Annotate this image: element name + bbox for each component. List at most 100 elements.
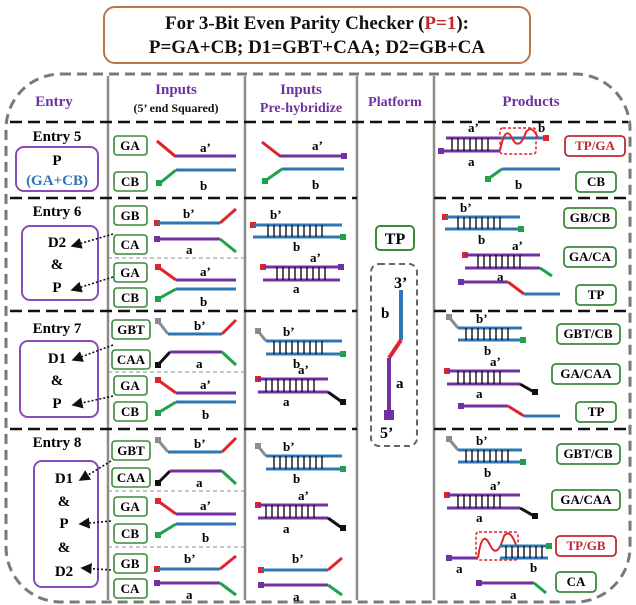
header-inputs: Inputs [155,82,197,98]
svg-text:CB: CB [587,174,605,189]
input-CAA-7: CAA a [111,349,238,371]
entry-7-box [19,340,99,418]
svg-text:CA: CA [567,574,586,589]
svg-text:a: a [293,589,300,604]
svg-text:b’: b’ [184,551,196,566]
svg-text:GA: GA [120,138,140,153]
svg-text:GA: GA [120,499,140,514]
inputs-column: GA a’ CB b GB b’ CA [111,135,238,602]
input-GBT-8: GBT b’ [111,436,238,461]
entry-arrows [70,233,114,575]
svg-text:TP/GA: TP/GA [575,138,615,153]
product-e8-tpgb: a b TP/GB [446,531,617,576]
svg-text:GA: GA [120,378,140,393]
svg-text:b’: b’ [476,311,488,326]
prehyb-duplex-7a: b’ b [255,324,346,371]
product-e5-cb: b CB [485,167,617,193]
products-column: a’ a b TP/GA b CB b’ b GB/CB [438,120,626,602]
input-GB-8: GB b’ [113,551,237,574]
svg-text:a: a [186,242,193,257]
svg-text:CB: CB [121,290,139,305]
entry-8-title: Entry 8 [33,435,82,451]
entry-6-box [21,225,99,301]
svg-text:b: b [293,471,300,486]
title-line-1: For 3-Bit Even Parity Checker (P=1): [164,13,470,34]
svg-text:b’: b’ [194,318,206,333]
svg-text:a’: a’ [298,488,309,503]
entry-8-box [33,460,99,588]
svg-text:5’: 5’ [380,425,393,442]
svg-text:a: a [476,510,483,525]
column-dividers [106,76,436,600]
product-e8-ca: a CA [476,571,597,602]
svg-text:a’: a’ [312,138,323,153]
svg-text:b’: b’ [283,439,295,454]
header-entry: Entry [35,94,73,110]
svg-text:a’: a’ [200,377,211,392]
platform-tp-box [375,225,415,251]
row-separators [10,120,628,431]
input-GBT-7: GBT b’ [111,318,238,340]
entry-7-l1: D1 [48,351,66,367]
svg-text:b: b [530,560,537,575]
product-e7-gacaa: a’ a GA/CAA [444,354,621,401]
svg-text:CA: CA [121,581,140,596]
svg-text:b’: b’ [270,207,282,222]
svg-text:a: a [456,561,463,576]
input-GA: GA a’ [113,135,236,158]
svg-text:a: a [293,281,300,296]
product-e8-gacaa: a’ a GA/CAA [444,478,621,525]
input-CAA-8: CAA a [111,467,238,490]
svg-text:b: b [515,177,522,192]
svg-text:b: b [381,306,389,322]
input-CA-6: CA a [113,234,237,257]
title-box: For 3-Bit Even Parity Checker (P=1): P=G… [103,6,531,64]
svg-text:a: a [196,475,203,490]
svg-text:b: b [484,465,491,480]
svg-text:a: a [196,356,203,371]
product-e6-gaca: a’ a GA/CA [462,238,617,284]
product-e7-tp: TP [458,401,617,423]
column-headers: Entry Inputs (5’ end Squared) Inputs Pre… [35,82,560,116]
entry-6-l2: & [51,257,64,273]
entry-column: Entry 5 P (GA+CB) Entry 6 D2 & P Entry 7… [15,129,99,588]
svg-text:GB: GB [121,208,140,223]
header-platform: Platform [368,95,422,110]
entry-5-l2: (GA+CB) [26,173,88,189]
svg-text:GBT/CB: GBT/CB [563,446,612,461]
sub-separators [108,257,245,548]
svg-text:a: a [497,269,504,284]
header-prehyb-sub: Pre-hybridize [260,101,342,116]
svg-text:b: b [202,407,209,422]
input-CB-8: CB b [113,522,236,545]
header-inputs-sub: (5’ end Squared) [134,101,219,115]
svg-text:a’: a’ [490,354,501,369]
input-CB-6: CB b [113,287,236,309]
svg-text:CAA: CAA [117,470,146,485]
svg-text:b: b [312,177,319,192]
svg-text:GA: GA [120,265,140,280]
svg-text:a’: a’ [200,498,211,513]
svg-text:b: b [293,356,300,371]
svg-text:b: b [478,232,485,247]
product-e8-gbtcb: b’ b GBT/CB [446,433,621,480]
input-GA-8: GA a’ [113,496,236,517]
svg-text:a: a [510,587,517,602]
svg-text:b’: b’ [292,551,304,566]
prehyb-single-8c: b’ a [258,551,343,604]
platform-frame [370,263,418,447]
entry-5-l1: P [52,153,61,169]
svg-text:a’: a’ [298,362,309,377]
entry-6-title: Entry 6 [33,204,82,220]
svg-text:b’: b’ [283,324,295,339]
entry-8-l4: & [58,540,71,556]
svg-text:TP: TP [588,404,605,419]
svg-text:GB: GB [121,556,140,571]
svg-text:CAA: CAA [117,352,146,367]
platform-tp-label: TP [385,231,406,248]
prehyb-column: a’ b b’ b a’ a [250,138,347,604]
entry-7-title: Entry 7 [33,321,82,337]
entry-7-l2: & [51,373,64,389]
svg-text:CA: CA [121,237,140,252]
